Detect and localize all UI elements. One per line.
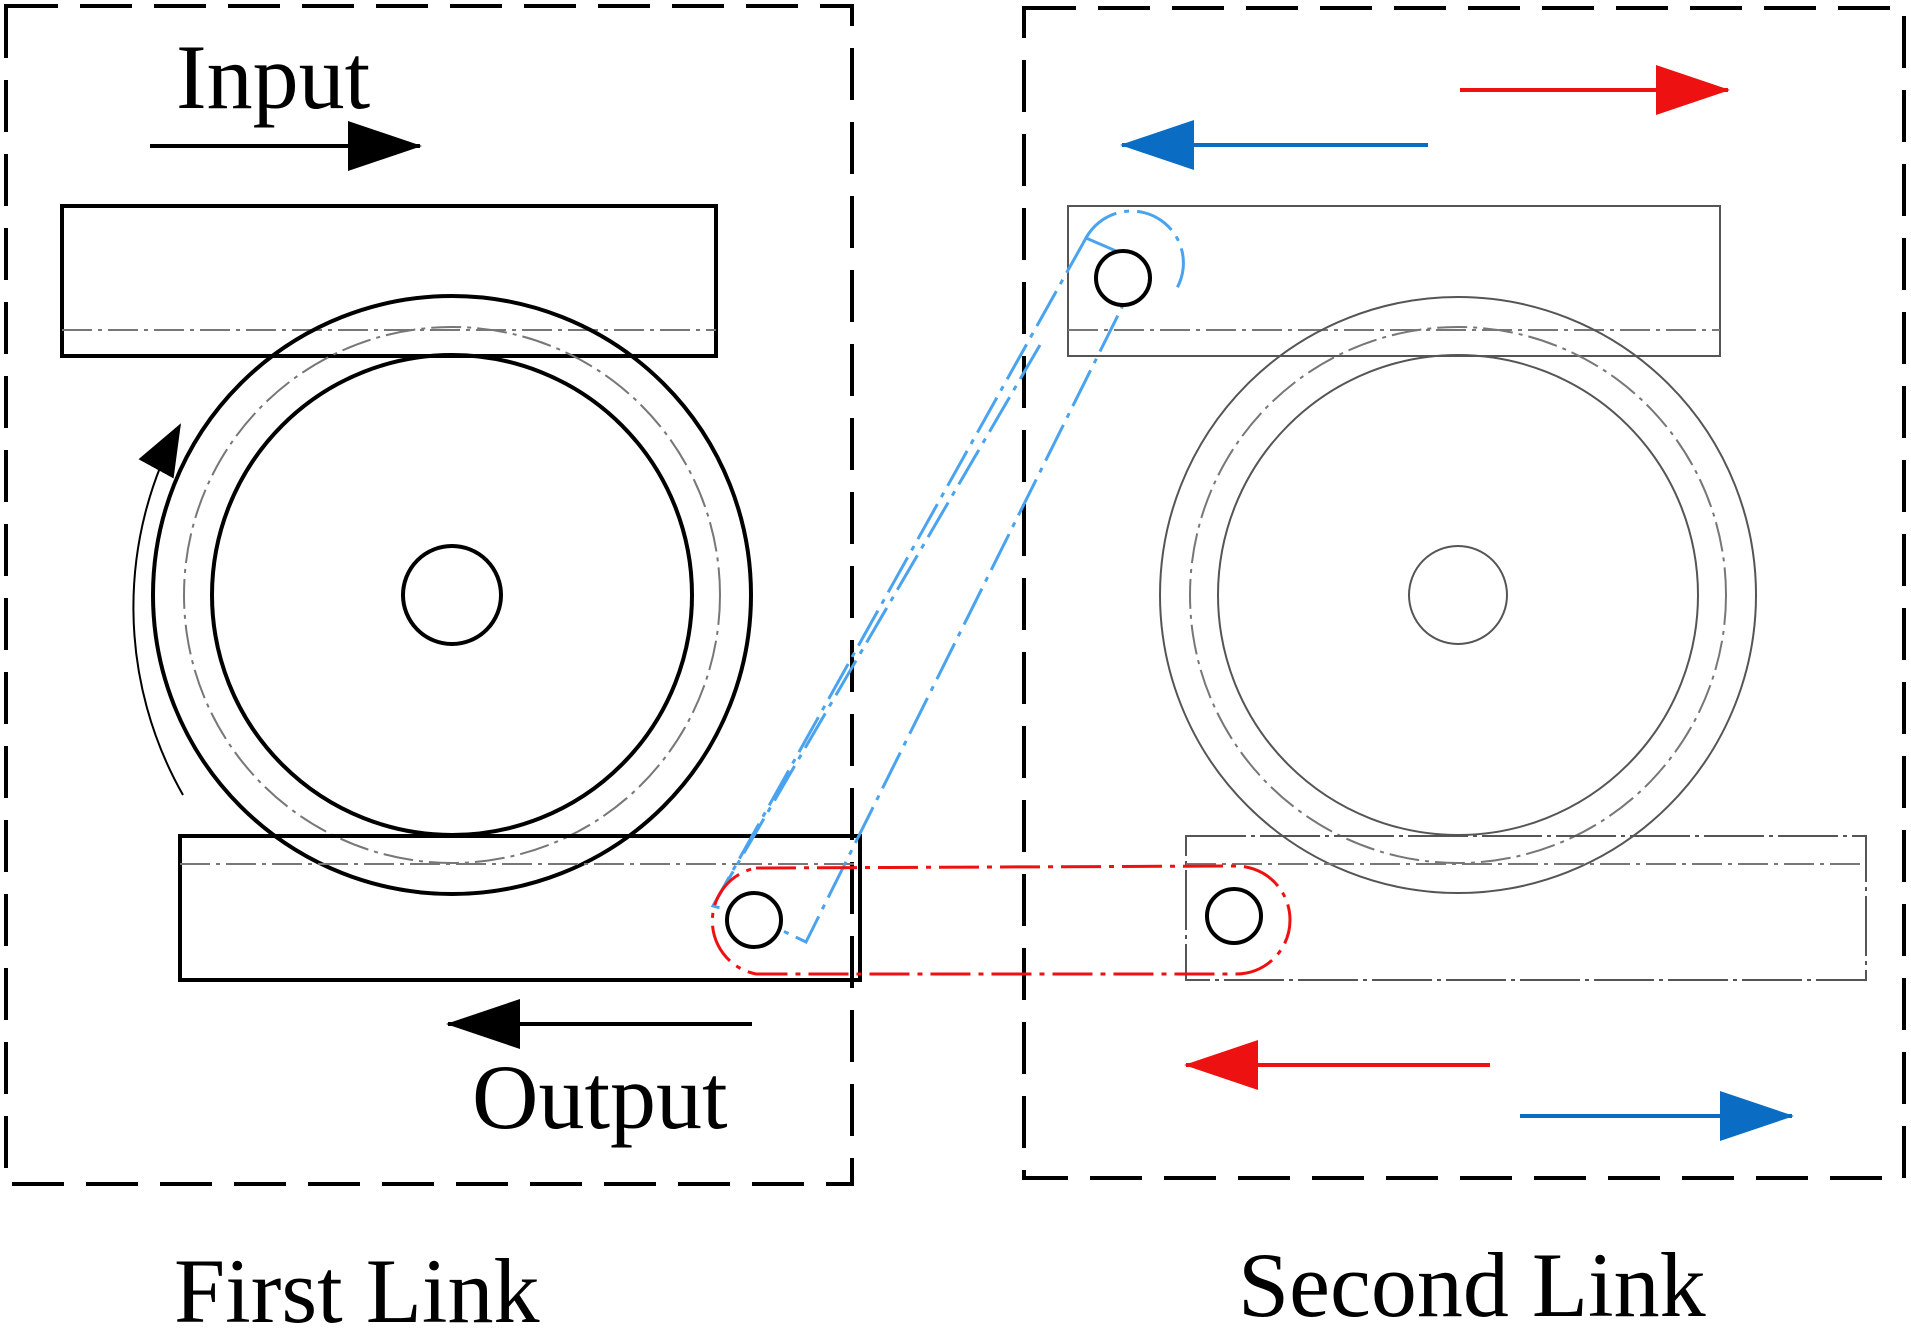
second-gear-pitch-circle — [1189, 326, 1727, 864]
first-link-caption: First Link — [174, 1240, 539, 1329]
blue-link-top-end — [1084, 209, 1185, 289]
second-link-caption: Second Link — [1238, 1234, 1706, 1329]
second-link-group — [1022, 6, 1906, 1180]
second-gear-root — [1217, 354, 1699, 836]
pin-shared-left — [725, 891, 783, 949]
first-link-group: Input Output — [4, 4, 862, 1186]
first-link-boundary — [4, 4, 854, 1186]
pin-blue-top — [1094, 249, 1152, 307]
second-gear-hub — [1408, 545, 1508, 645]
second-gear-outer — [1159, 296, 1757, 894]
red-connecting-link — [710, 864, 1292, 976]
rotation-arrow — [132, 423, 184, 796]
first-gear-pitch-circle — [183, 326, 721, 864]
pin-red-right — [1205, 887, 1263, 945]
output-label: Output — [472, 1046, 728, 1148]
blue-link-left-edge — [711, 344, 1042, 907]
second-bottom-rack — [1185, 835, 1867, 981]
second-top-rack — [1067, 205, 1721, 357]
first-gear-hub — [401, 544, 503, 646]
second-link-boundary — [1022, 6, 1906, 1180]
first-bottom-rack — [178, 834, 862, 982]
input-label: Input — [176, 26, 371, 128]
first-top-rack — [60, 204, 718, 358]
first-gear-root — [210, 353, 694, 837]
first-gear-outer — [151, 294, 753, 896]
